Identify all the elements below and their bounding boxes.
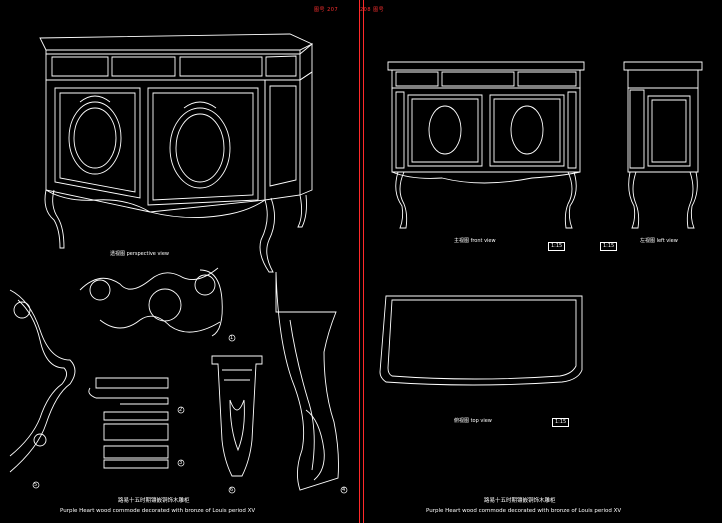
leg-front-detail [211,355,263,477]
side-view-label: 左视图 left view [640,238,678,244]
callout-number-2: 2 [179,407,183,413]
callout-number-1: 1 [230,335,234,341]
caption-right-english: Purple Heart wood commode decorated with… [426,508,622,514]
caption-right-chinese: 路易十五时期镶嵌铜饰木雕柜 [484,498,556,504]
acanthus-ornament-detail [79,267,223,337]
page-divider-right [363,0,364,523]
perspective-view-label: 透视图 perspective view [110,251,169,257]
callout-number-5: 5 [34,482,38,488]
callout-circle-6 [228,486,236,494]
caption-left-chinese: 路易十五时期镶嵌铜饰木雕柜 [118,498,190,504]
callout-number-6: 6 [230,487,234,493]
top-view-scale-tag: 1:15 [552,418,570,427]
page-divider-left [359,0,360,523]
perspective-commode [39,33,314,273]
sheet-number-right: 208 图号 [360,7,385,13]
top-view-label: 俯视图 top view [454,418,492,424]
callout-number-3: 3 [179,460,183,466]
callout-number-4: 4 [342,487,346,493]
callout-circle-3 [177,459,185,467]
callout-circle-2 [177,406,185,414]
top-view-outline [379,295,583,386]
side-view-scale-tag: 1:15 [600,242,618,251]
front-view-commode [387,61,585,229]
caption-left-english: Purple Heart wood commode decorated with… [60,508,256,514]
callout-circle-5 [32,481,40,489]
front-view-scale-tag: 1:15 [548,242,566,251]
front-view-label: 主视图 front view [454,238,496,244]
leg-scroll-detail [9,289,76,473]
sheet-number-left: 图号 207 [314,7,339,13]
callout-circle-4 [340,486,348,494]
leg-side-detail [275,271,339,491]
callout-circle-1 [228,334,236,342]
side-view-commode [623,61,703,229]
moulding-profile-detail [88,377,169,469]
sheet-header: 图号 207 208 图号 [0,6,722,16]
